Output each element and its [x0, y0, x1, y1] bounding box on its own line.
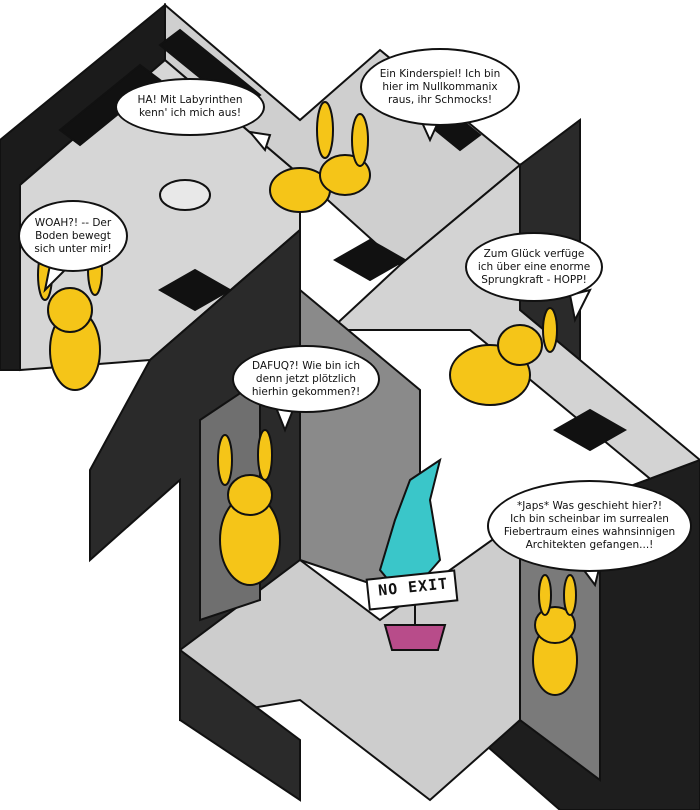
flower-pot	[383, 624, 447, 651]
bubble-line: Architekten gefangen...!	[525, 539, 654, 551]
bubble-line: hier im Nullkommanix	[382, 80, 498, 93]
bubble-line: Ein Kinderspiel! Ich bin	[379, 67, 501, 80]
floor-hole	[332, 238, 408, 282]
bubble-line: Zum Glück verfüge	[483, 247, 585, 260]
bubble-line: DAFUQ?! Wie bin ich	[252, 359, 360, 372]
bubble-line: denn jetzt plötzlich	[255, 372, 357, 385]
maze-bottom-wall	[179, 648, 301, 802]
speech-bubble-5: DAFUQ?! Wie bin ich denn jetzt plötzlich…	[232, 345, 380, 413]
bubble-line: *Japs* Was geschieht hier?!	[516, 500, 663, 512]
floor-hole	[552, 408, 628, 452]
bubble-line: raus, ihr Schmocks!	[387, 93, 493, 106]
bubble-line: Ich bin scheinbar im surrealen	[510, 513, 669, 525]
bubble-line: HA! Mit Labyrinthen	[137, 94, 243, 106]
speech-bubble-3: WOAH?! -- Der Boden bewegt sich unter mi…	[18, 200, 128, 272]
bubble-line: hierhin gekommen?!	[251, 385, 361, 398]
bubble-line: Sprungkraft - HOPP!	[481, 273, 587, 286]
bubble-line: Boden bewegt	[35, 229, 111, 242]
bunny-running	[159, 101, 371, 213]
bunny-sitting	[217, 429, 281, 586]
bunny-scared	[532, 574, 578, 696]
bubble-line: kenn' ich mich aus!	[138, 107, 242, 119]
bubble-line: WOAH?! -- Der	[34, 216, 112, 229]
bunny-jumping	[449, 307, 558, 406]
no-exit-sign	[365, 569, 459, 611]
bubble-line: ich über eine enorme	[477, 260, 591, 273]
floor-hole	[157, 268, 233, 312]
speech-bubble-4: Zum Glück verfüge ich über eine enorme S…	[465, 232, 603, 302]
bubble-line: sich unter mir!	[34, 242, 112, 255]
speech-bubble-6: *Japs* Was geschieht hier?! Ich bin sche…	[487, 480, 692, 572]
bubble-line: Fiebertraum eines wahnsinnigen	[503, 526, 676, 538]
speech-bubble-2: Ein Kinderspiel! Ich bin hier im Nullkom…	[360, 48, 520, 126]
speech-bubble-1: HA! Mit Labyrinthen kenn' ich mich aus!	[115, 78, 265, 136]
